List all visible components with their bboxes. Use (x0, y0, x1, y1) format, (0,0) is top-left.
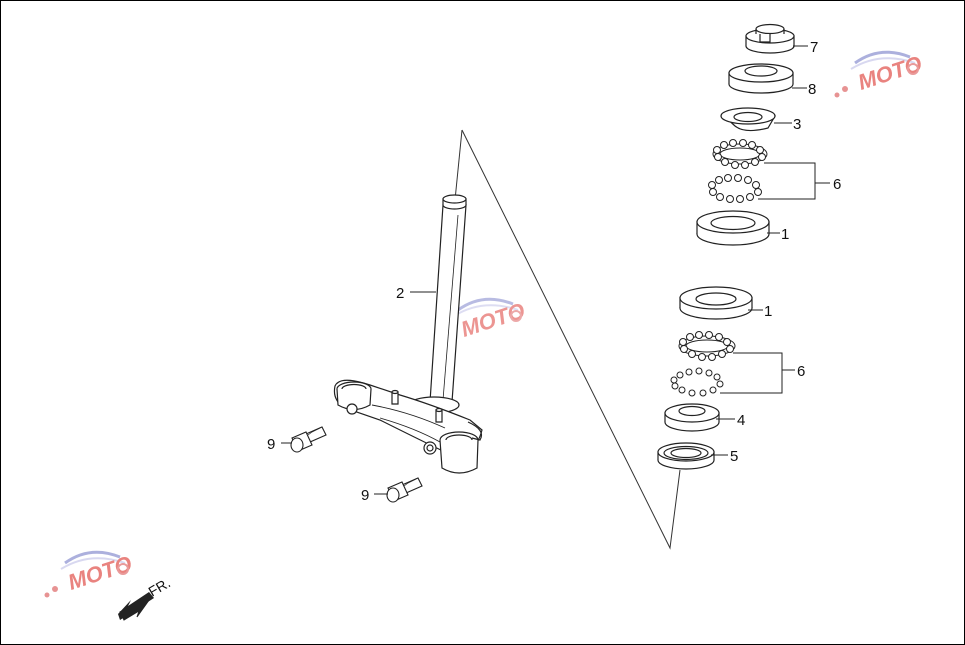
explode-guide-line-left (454, 129, 463, 201)
part-3-dust-seal (720, 107, 776, 132)
part-6-upper-loose-balls (708, 174, 762, 203)
callout-9-lower: 9 (361, 487, 369, 504)
callout-1-lower: 1 (764, 303, 772, 320)
callout-7: 7 (810, 39, 818, 56)
callout-8: 8 (808, 81, 816, 98)
part-6-lower-bearing-cage (678, 331, 736, 361)
front-direction-arrow-icon (118, 592, 154, 621)
callout-1-upper: 1 (781, 226, 789, 243)
callout-6-upper: 6 (833, 176, 841, 193)
part-1-upper-race (696, 210, 770, 246)
callout-2: 2 (396, 285, 404, 302)
callout-3: 3 (793, 116, 801, 133)
callout-9-upper: 9 (267, 436, 275, 453)
watermark-logo-top-right (833, 49, 927, 99)
part-6-lower-loose-balls (670, 367, 724, 397)
part-7-locknut (745, 23, 795, 54)
part-5-lower-dust-seal (657, 442, 715, 470)
part-9-bolt-upper (290, 426, 327, 453)
part-4-cone-race (664, 403, 720, 432)
callout-6-lower: 6 (797, 363, 805, 380)
part-9-bolt-lower (386, 477, 423, 503)
part-8-adjusting-nut (728, 63, 794, 94)
callout-4: 4 (737, 412, 745, 429)
part-2-steering-stem (333, 194, 483, 474)
leader-lines (281, 45, 830, 495)
watermark-logo-bottom-left (43, 549, 137, 599)
part-1-lower-race (679, 286, 753, 320)
callout-5: 5 (730, 448, 738, 465)
explode-guide-line (461, 129, 681, 550)
part-6-upper-bearing-cage (712, 139, 768, 169)
